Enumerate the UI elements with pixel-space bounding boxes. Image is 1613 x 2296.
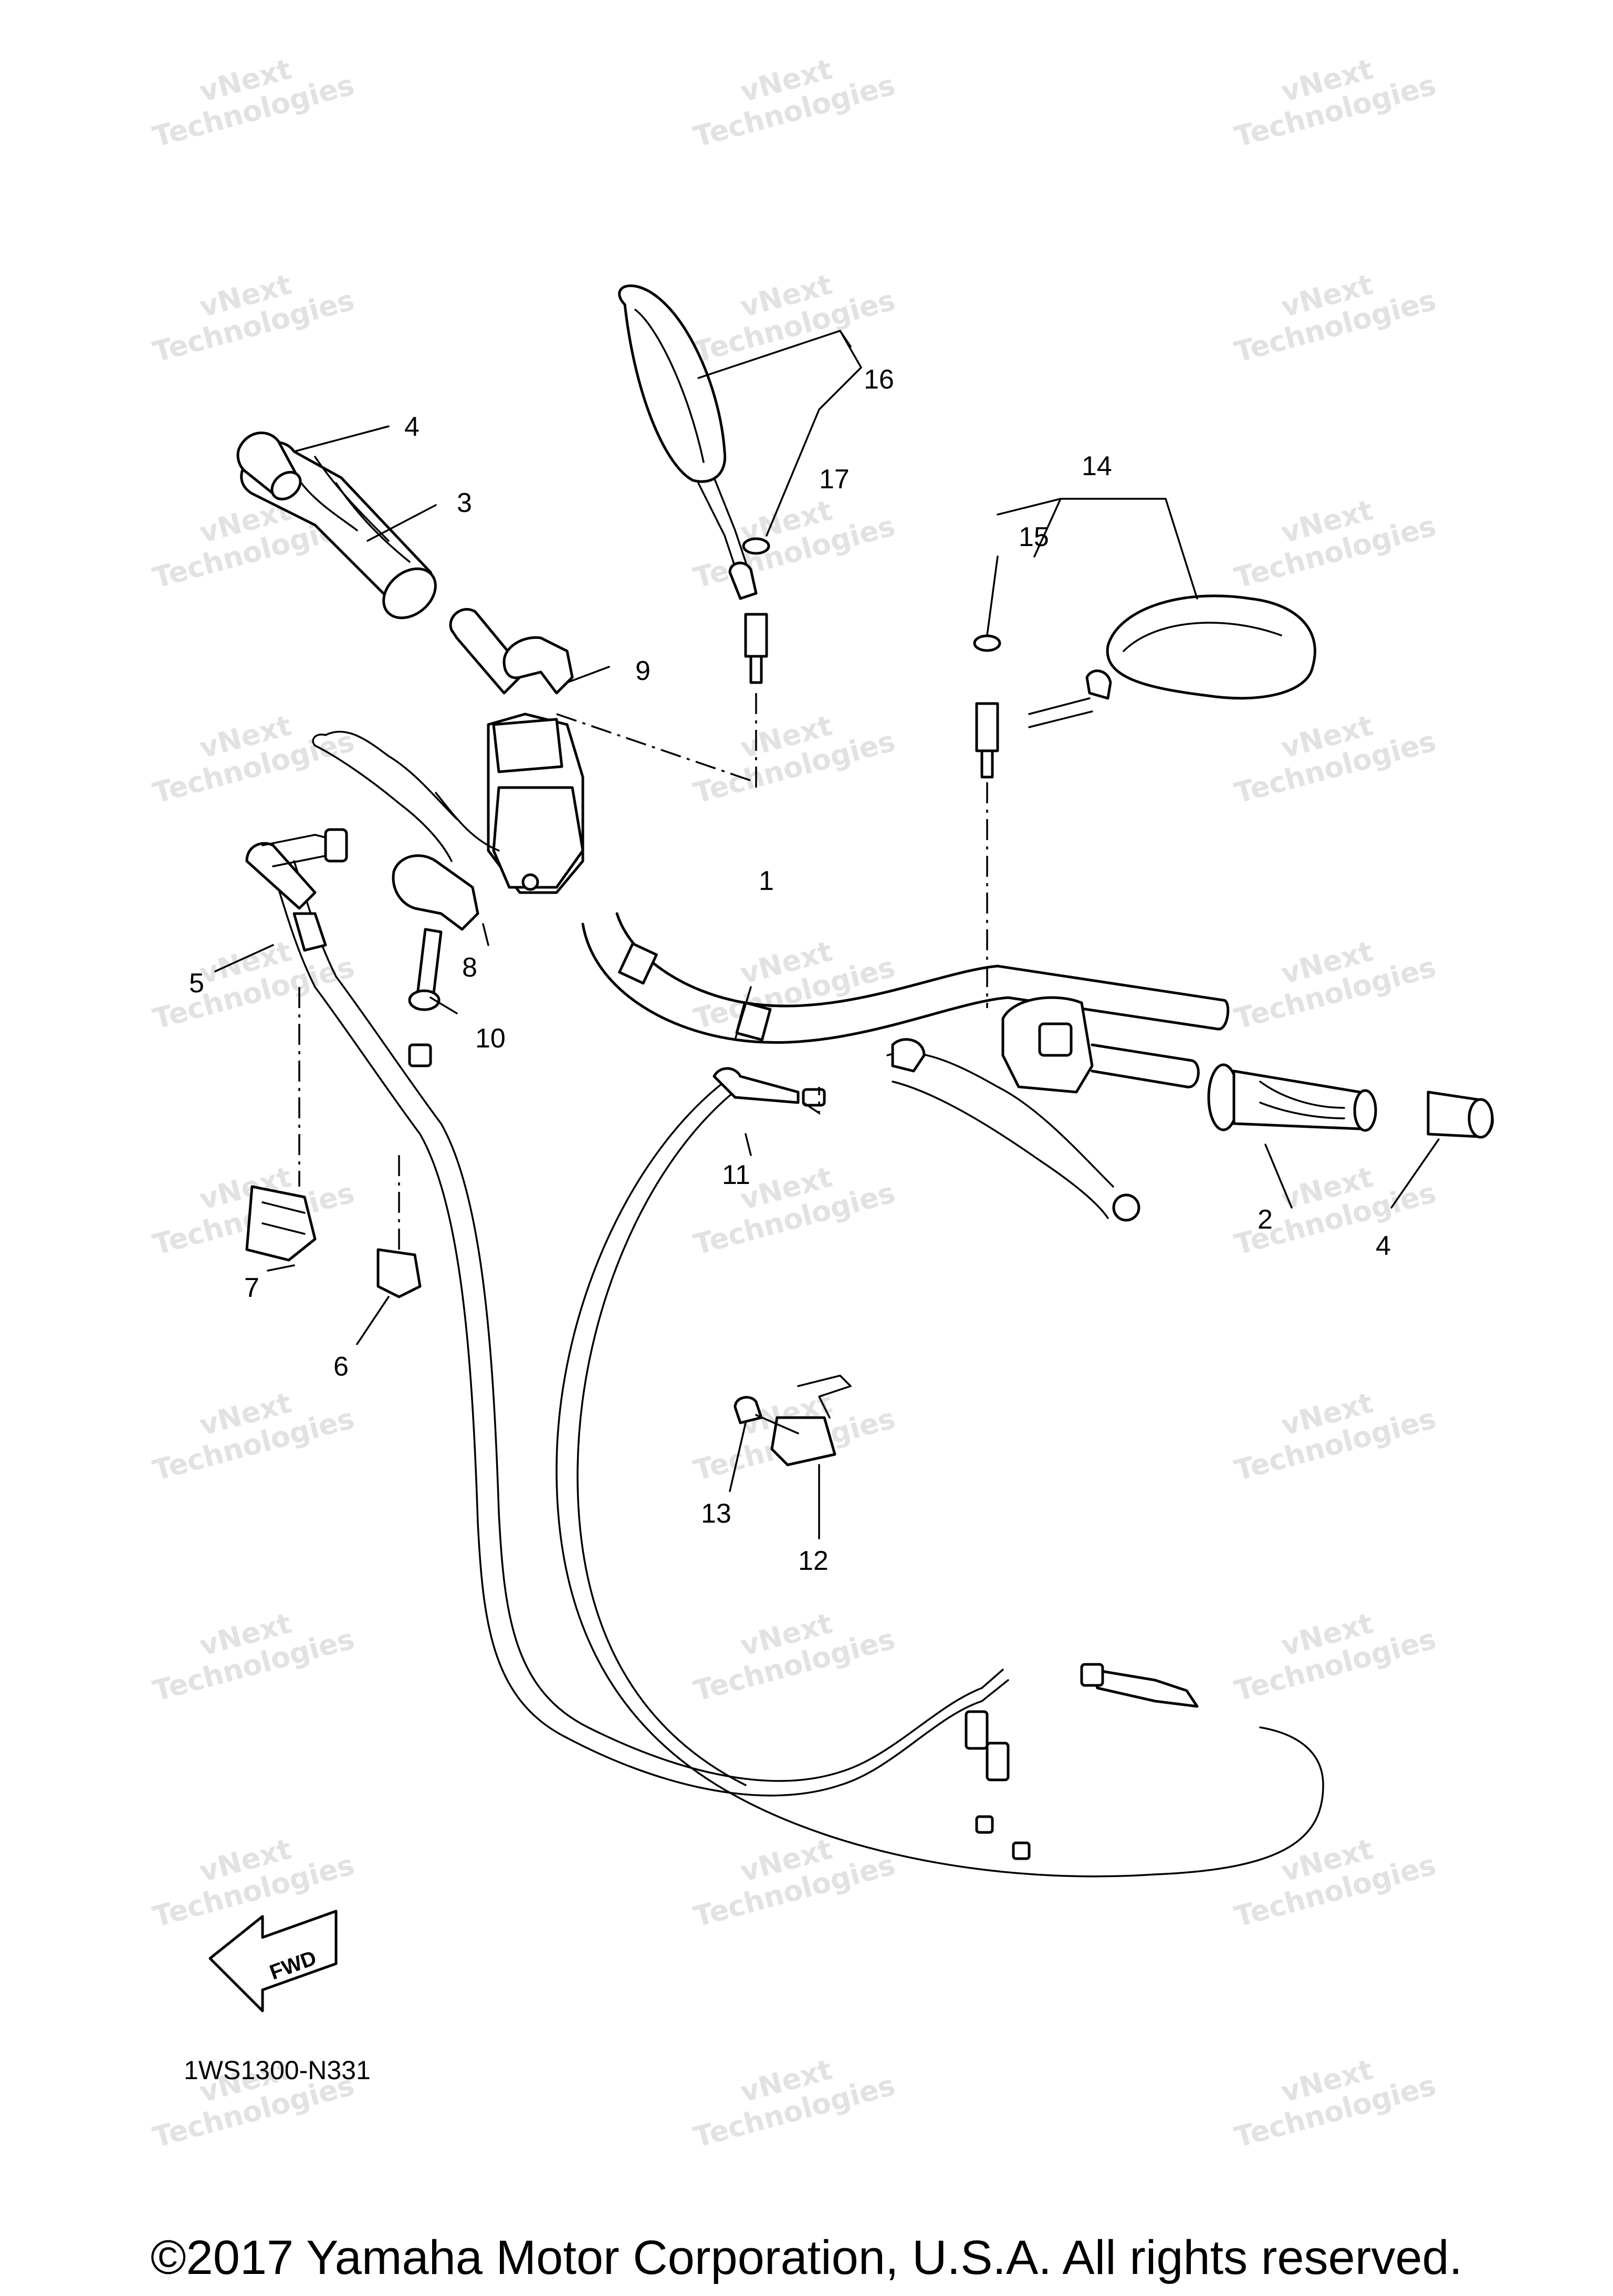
cable-ends: [965, 1710, 1031, 1860]
callout-4a: 4: [404, 412, 420, 442]
callout-5: 5: [189, 968, 204, 999]
mirror-left: [618, 284, 770, 684]
copyright-notice: ©2017 Yamaha Motor Corporation, U.S.A. A…: [150, 2231, 1463, 2284]
callout-13: 13: [701, 1498, 731, 1529]
callout-11: 11: [722, 1160, 750, 1190]
bolt-10: [408, 928, 443, 1011]
clutch-cable: [556, 1067, 1324, 1878]
leader-lines: [214, 330, 1440, 1539]
callout-9: 9: [635, 656, 651, 686]
holder-6: [376, 1248, 422, 1298]
handlebar: [581, 912, 1230, 1044]
callout-15: 15: [1019, 522, 1049, 552]
callout-17: 17: [819, 464, 850, 495]
callout-8: 8: [462, 952, 477, 983]
brake-switch-12: [734, 1375, 852, 1466]
diagram-code: 1WS1300-N331: [184, 2056, 371, 2085]
callout-2: 2: [1258, 1204, 1273, 1235]
fwd-arrow: FWD: [208, 1910, 338, 2012]
bar-end-weight-left: [236, 432, 302, 501]
holder-9: [502, 636, 574, 695]
callout-1: 1: [759, 866, 774, 896]
callout-14: 14: [1082, 451, 1112, 481]
callout-12: 12: [798, 1546, 829, 1576]
right-switch-assembly: [886, 996, 1140, 1222]
mirror-right: [973, 594, 1316, 779]
callout-7: 7: [244, 1273, 259, 1303]
callout-4b: 4: [1376, 1231, 1391, 1261]
callout-labels: 1 2 3 4 4 5 6 7 8 9 10 11 12 13 14 15 16…: [189, 364, 1391, 1576]
throttle-cables: [245, 828, 1009, 1797]
cable-guide-7: [245, 1185, 317, 1262]
callout-16: 16: [864, 364, 894, 395]
callout-6: 6: [333, 1351, 349, 1382]
right-grip: [1091, 1043, 1494, 1139]
callout-3: 3: [457, 488, 472, 518]
left-lever-assembly: [312, 712, 584, 894]
holder-8: [392, 854, 479, 931]
callout-10: 10: [475, 1023, 506, 1054]
